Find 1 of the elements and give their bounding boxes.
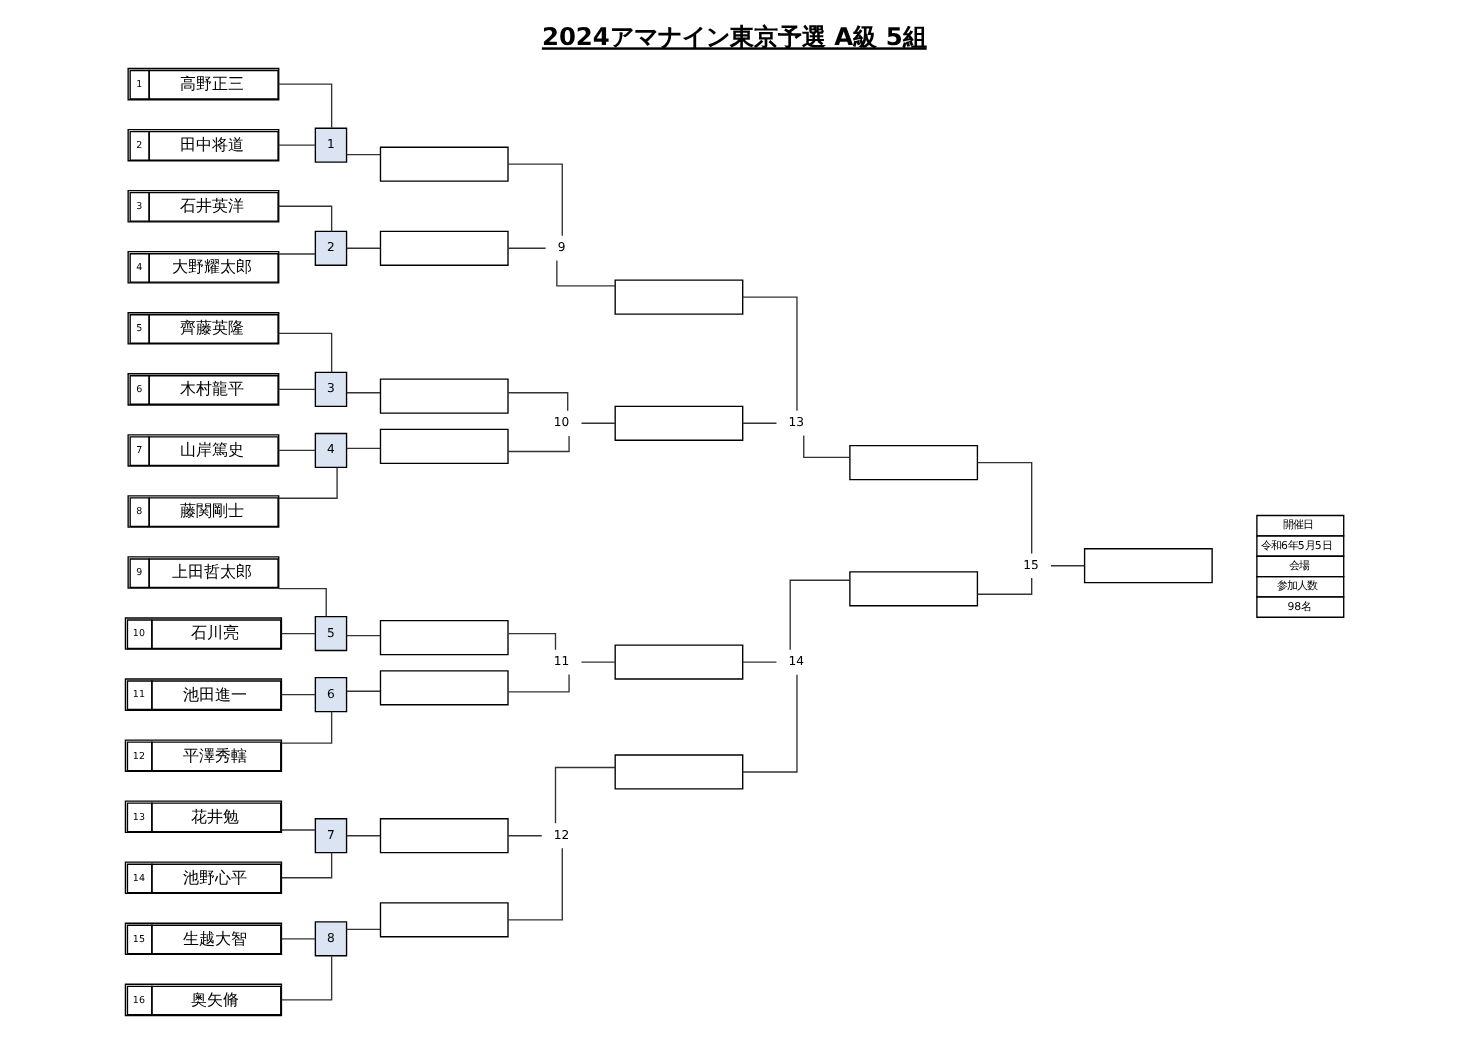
- diagram-title: 2024アマナイン東京予選 A級 5組: [541, 23, 927, 52]
